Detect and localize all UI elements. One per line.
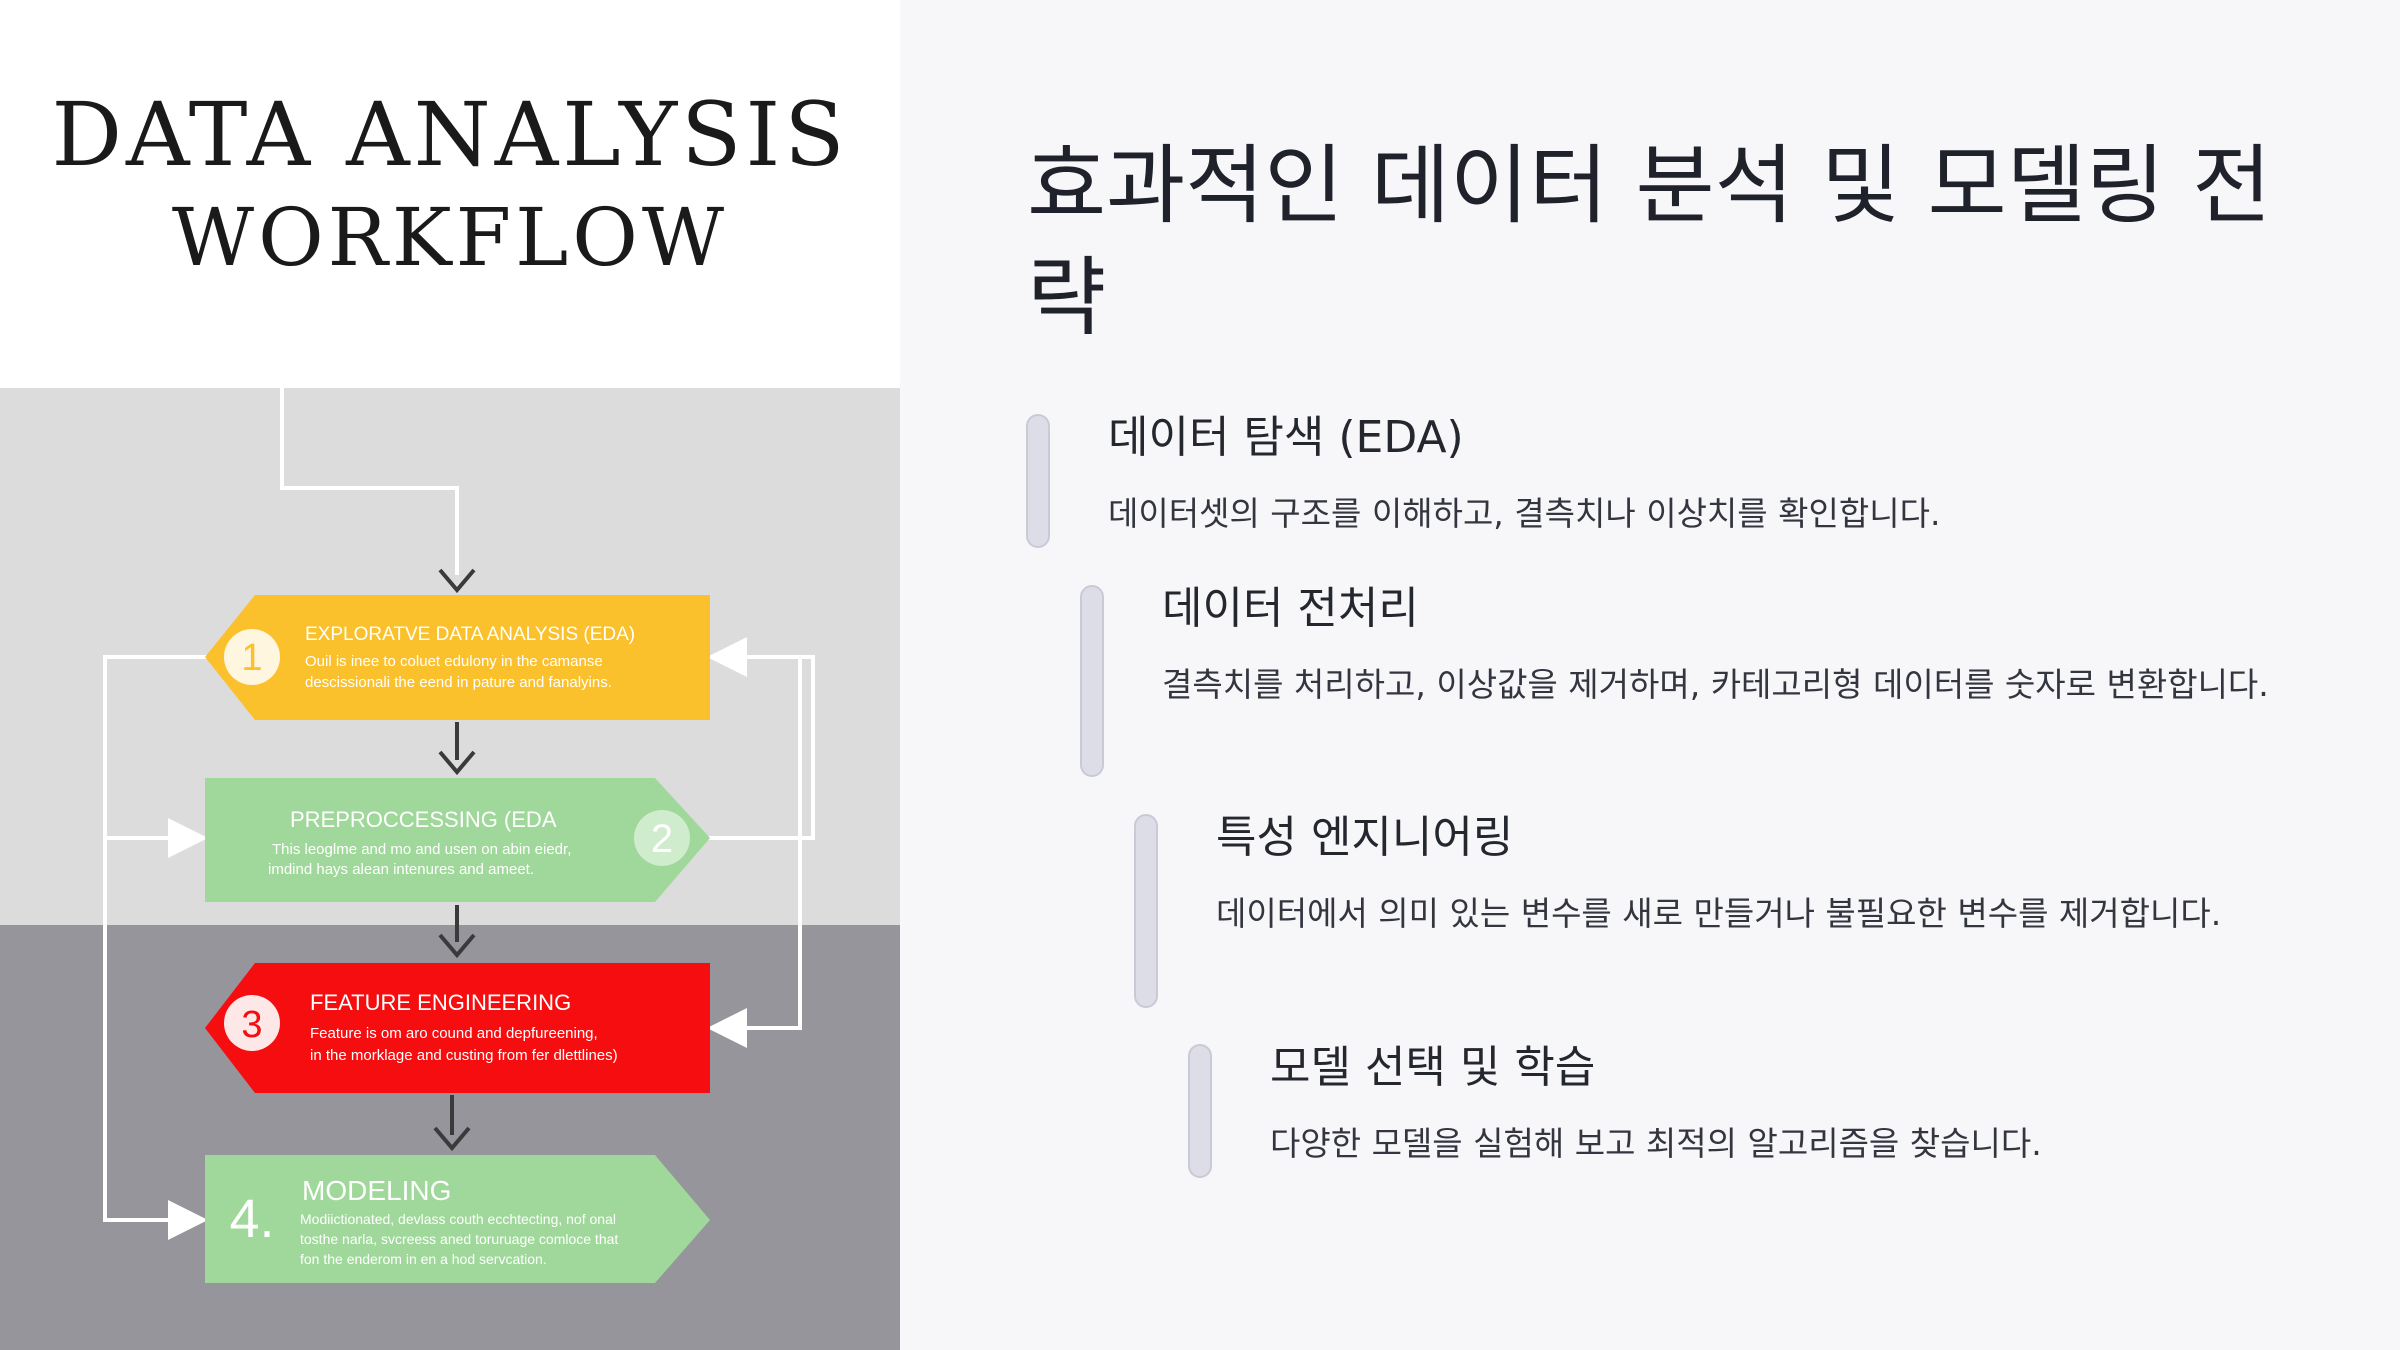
workflow-title-line1: DATA ANALYSIS: [51, 83, 848, 186]
step-heading: 특성 엔지니어링: [1216, 812, 1514, 863]
step-1-number: 1: [241, 637, 262, 679]
step-4-number: 4.: [229, 1189, 274, 1249]
workflow-image: DATA ANALYSIS WORKFLOW 1 EXPLORATVE DATA…: [0, 0, 900, 1350]
step-item-modeling: 모델 선택 및 학습 다양한 모델을 실험해 보고 최적의 알고리즘을 찾습니다…: [1188, 1042, 2388, 1244]
step-heading: 모델 선택 및 학습: [1270, 1042, 1596, 1093]
step-bar: [1080, 585, 1104, 777]
step-2-title: PREPROCCESSING (EDA: [290, 807, 557, 832]
step-heading: 데이터 전처리: [1162, 583, 1419, 634]
connector-lines: [103, 388, 815, 1240]
step-bar: [1026, 414, 1050, 548]
step-4-line3: fon the enderom in en a hod servcation.: [300, 1251, 547, 1267]
step-2-line1: This leoglme and mo and usen on abin eie…: [272, 841, 571, 858]
step-3-line2: in the morklage and custing from fer dle…: [310, 1047, 618, 1064]
workflow-step-1: 1 EXPLORATVE DATA ANALYSIS (EDA) Ouil is…: [205, 595, 710, 720]
image-header-bg: [0, 0, 900, 388]
step-4-title: MODELING: [302, 1175, 451, 1206]
step-4-line2: tosthe narla, svcreess aned toruruage co…: [300, 1231, 618, 1247]
down-arrows: [433, 568, 476, 1152]
step-description: 데이터셋의 구조를 이해하고, 결측치나 이상치를 확인합니다.: [1108, 494, 1941, 533]
slide-title: 효과적인 데이터 분석 및 모델링 전략: [1027, 136, 2272, 348]
step-heading: 데이터 탐색 (EDA): [1108, 412, 1464, 463]
step-bar: [1188, 1044, 1212, 1178]
step-bar: [1134, 814, 1158, 1008]
step-3-number: 3: [241, 1004, 262, 1046]
step-2-number: 2: [651, 817, 673, 861]
step-3-line1: Feature is om aro cound and depfureening…: [310, 1025, 598, 1042]
step-description: 결측치를 처리하고, 이상값을 제거하며, 카테고리형 데이터를 숫자로 변환합…: [1162, 665, 2269, 704]
step-description: 다양한 모델을 실험해 보고 최적의 알고리즘을 찾습니다.: [1270, 1124, 2042, 1163]
workflow-step-2: 2 PREPROCCESSING (EDA This leoglme and m…: [205, 778, 710, 902]
step-item-eda: 데이터 탐색 (EDA) 데이터셋의 구조를 이해하고, 결측치나 이상치를 확…: [1026, 412, 2226, 614]
slide-content: 효과적인 데이터 분석 및 모델링 전략 데이터 탐색 (EDA) 데이터셋의 …: [900, 0, 2400, 1350]
step-1-line1: Ouil is inee to coluet edulony in the ca…: [305, 653, 603, 670]
workflow-step-4: 4. MODELING Modiictionated, devlass cout…: [205, 1155, 710, 1283]
step-1-line2: descissionali the eend in pature and fan…: [305, 674, 612, 691]
step-item-feature-engineering: 특성 엔지니어링 데이터에서 의미 있는 변수를 새로 만들거나 불필요한 변수…: [1134, 812, 2334, 1014]
workflow-diagram: DATA ANALYSIS WORKFLOW 1 EXPLORATVE DATA…: [0, 0, 900, 1350]
workflow-step-3: 3 FEATURE ENGINEERING Feature is om aro …: [205, 963, 710, 1093]
step-item-preprocessing: 데이터 전처리 결측치를 처리하고, 이상값을 제거하며, 카테고리형 데이터를…: [1080, 583, 2280, 785]
step-4-line1: Modiictionated, devlass couth ecchtectin…: [300, 1211, 616, 1227]
step-3-title: FEATURE ENGINEERING: [310, 990, 571, 1015]
step-2-line2: imdind hays alean intenures and ameet.: [268, 861, 534, 878]
workflow-title-line2: WORKFLOW: [172, 191, 728, 284]
step-description: 데이터에서 의미 있는 변수를 새로 만들거나 불필요한 변수를 제거합니다.: [1216, 894, 2222, 933]
step-1-title: EXPLORATVE DATA ANALYSIS (EDA): [305, 624, 635, 645]
